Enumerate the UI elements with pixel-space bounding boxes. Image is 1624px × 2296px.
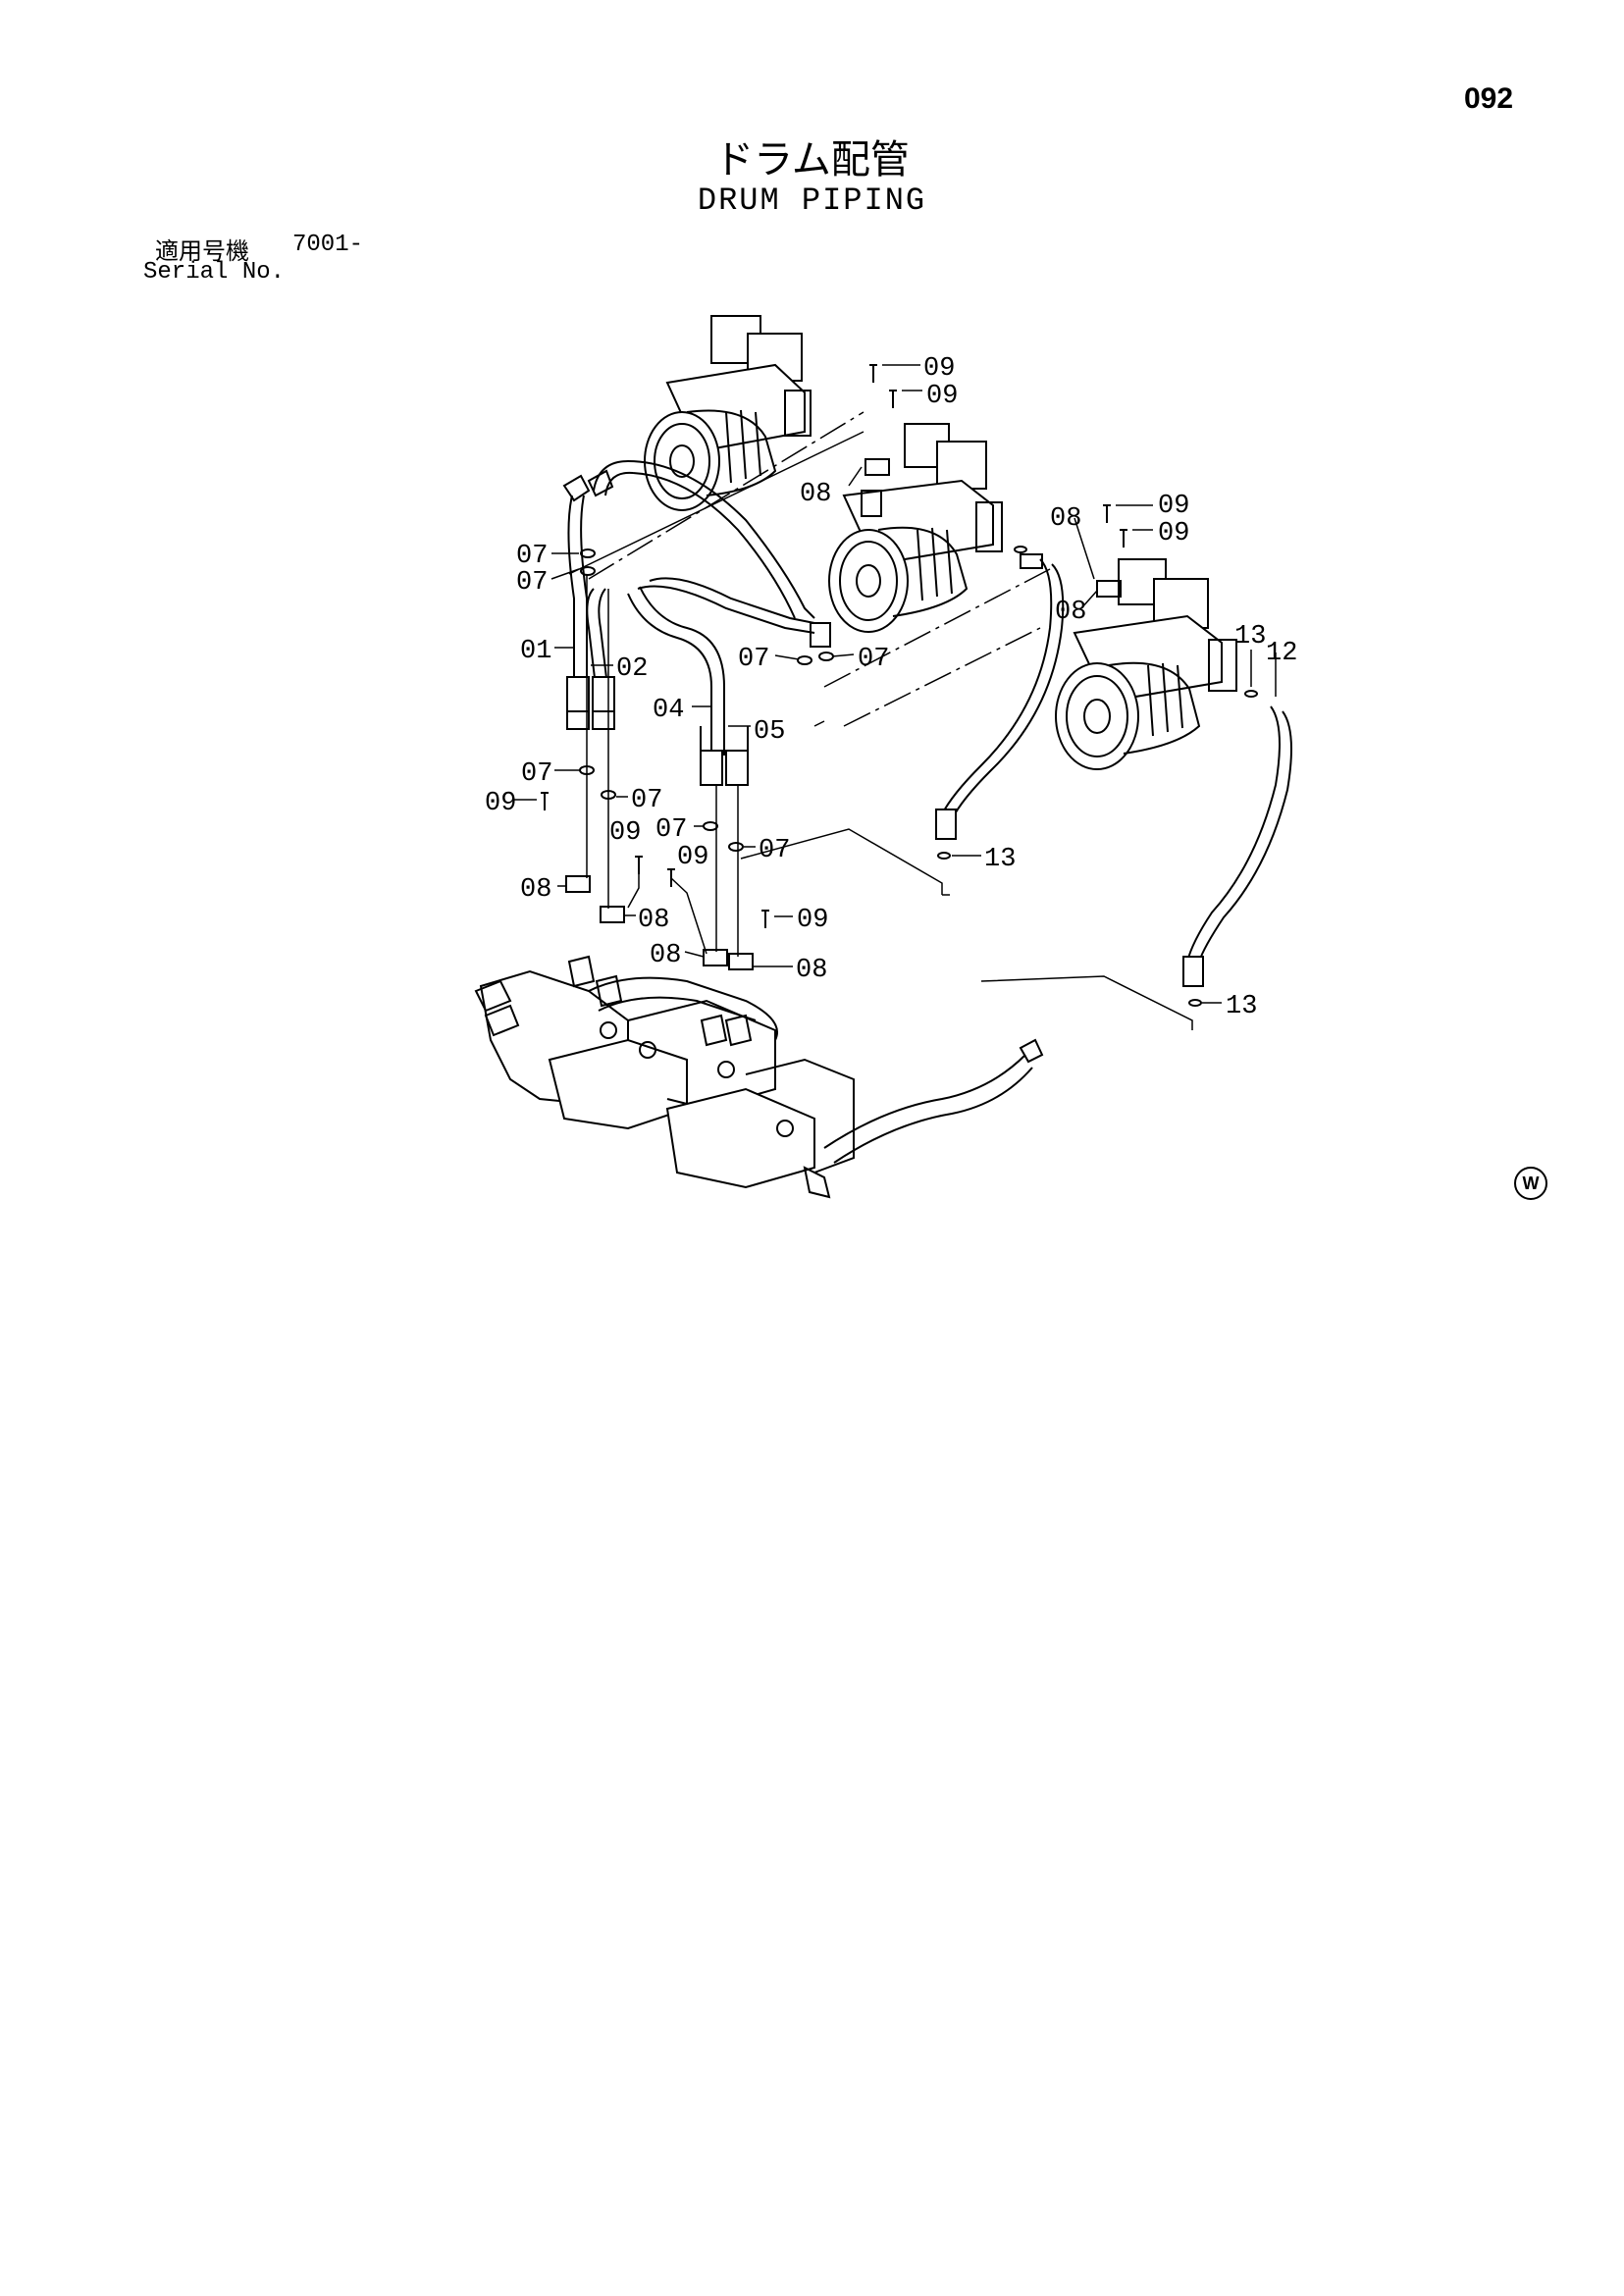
callout-13-b: 13 [984,845,1016,874]
split-flanges [565,458,1122,970]
callout-08-a: 08 [800,480,831,509]
callout-02: 02 [616,654,648,684]
callout-07-e: 07 [521,759,552,789]
callout-08-e: 08 [638,906,669,935]
callout-08-d: 08 [520,875,551,905]
callout-12: 12 [1266,639,1297,668]
callout-07-h: 07 [759,836,790,865]
callout-08-f: 08 [650,941,681,970]
phantom-lines [588,411,1051,727]
callout-09-b: 09 [926,382,958,411]
serial-label-japanese: 適用号機 [155,237,249,265]
callout-08-b: 08 [1050,504,1081,534]
callout-07-f: 07 [631,786,662,815]
callout-08-c: 08 [1055,598,1086,627]
callout-09-c: 09 [1158,492,1189,521]
callout-13-c: 13 [1226,992,1257,1021]
hose-04-05 [627,577,831,786]
connector-lines [568,431,1193,1030]
callout-04: 04 [653,696,684,725]
callout-07-b: 07 [516,568,548,598]
callout-01: 01 [520,637,551,666]
callout-09-f: 09 [609,818,641,848]
page-number: 092 [1464,82,1514,115]
callout-05: 05 [754,717,785,747]
callout-07-d: 07 [858,645,889,674]
callout-13-a: 13 [1234,622,1266,652]
corner-mark-w: W [1514,1167,1547,1200]
leader-lines [514,364,1277,1004]
callout-08-g: 08 [796,956,827,985]
callout-09-d: 09 [1158,519,1189,548]
hose-right-to-13 [1182,705,1292,987]
drum-motor-right [1055,558,1237,770]
callout-09-g: 09 [677,843,708,872]
callout-07-g: 07 [655,815,687,845]
callout-07-a: 07 [516,542,548,571]
control-valve-block [474,955,1044,1199]
callout-07-c: 07 [738,645,769,674]
serial-number-value: 7001- [292,232,364,258]
drum-motor-middle [828,423,1003,633]
page-title-japanese: ドラム配管 [714,137,910,183]
callout-09-a: 09 [923,354,955,384]
hose-middle-to-13 [935,553,1065,840]
callout-09-h: 09 [797,906,828,935]
page-title-english: DRUM PIPING [697,183,927,219]
serial-label-english: Serial No. [143,259,286,286]
drum-motor-upper-left [644,315,812,511]
callout-09-e: 09 [485,789,516,818]
